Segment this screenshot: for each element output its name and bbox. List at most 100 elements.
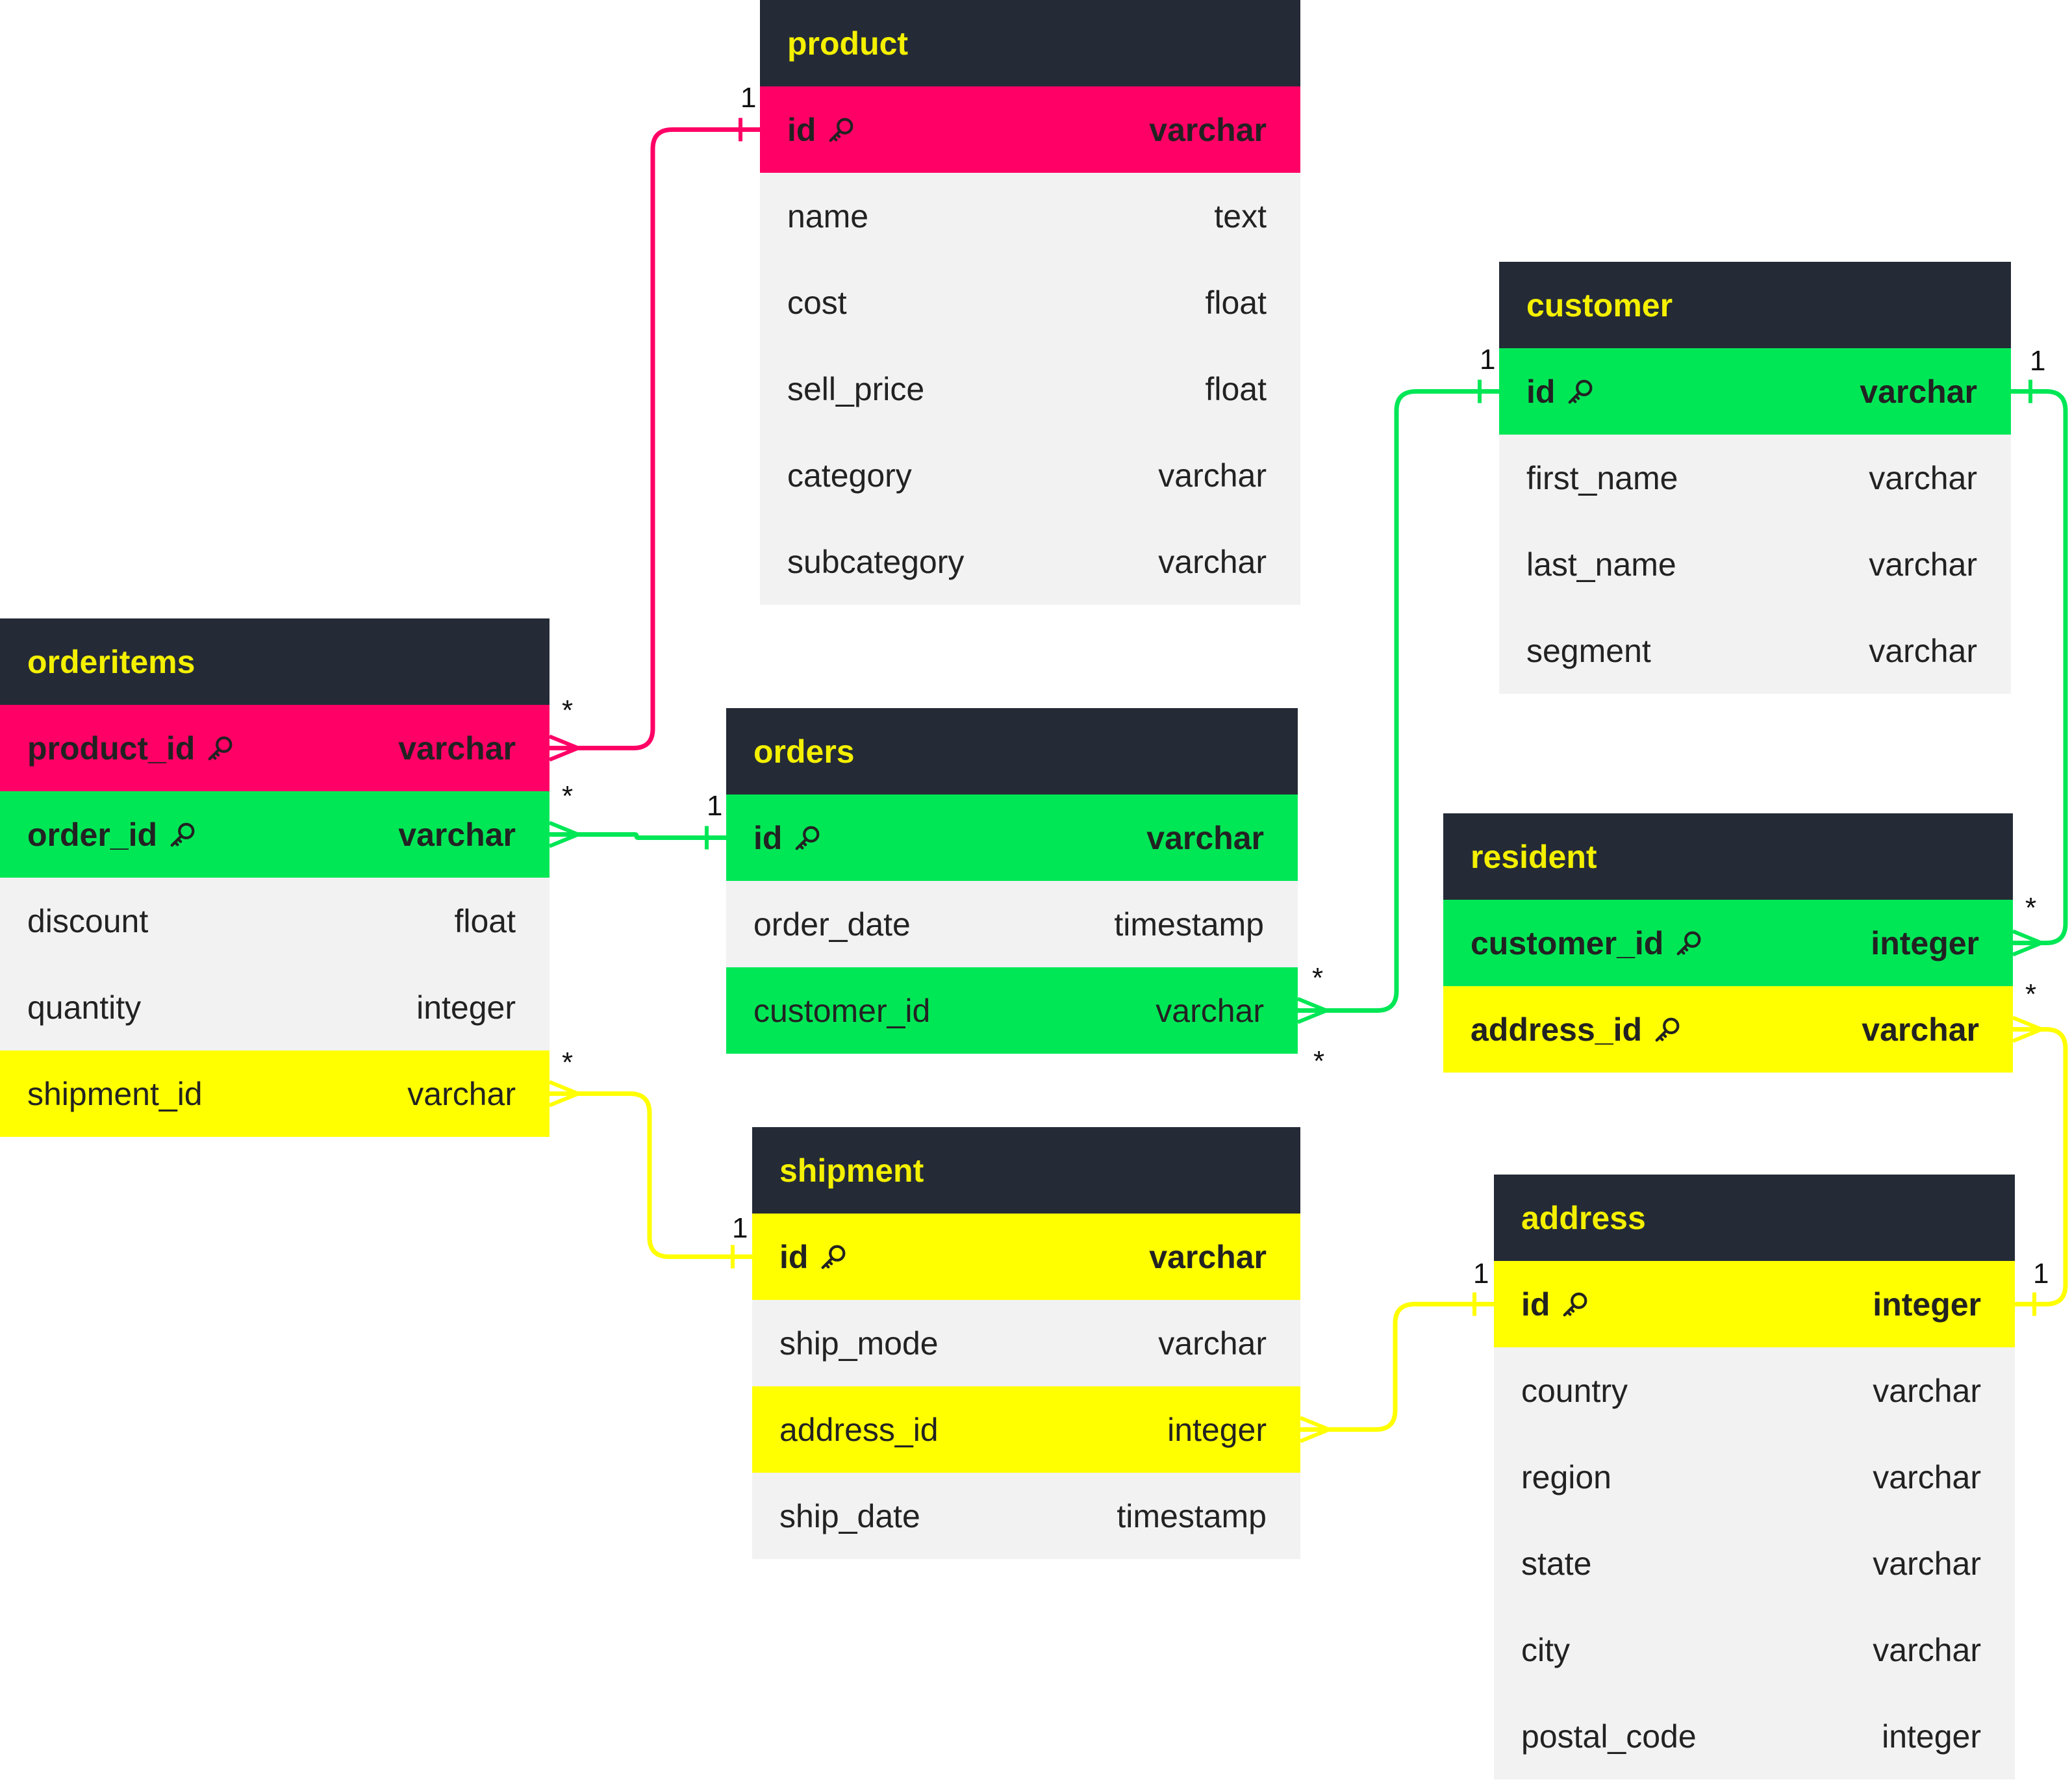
column-row-customer-id: id varchar xyxy=(1499,348,2011,435)
column-name: subcategory xyxy=(787,543,965,580)
column-row-address-city: city varchar xyxy=(1494,1607,2015,1693)
cardinality-one-label: 1 xyxy=(1473,1258,1489,1290)
column-type: timestamp xyxy=(1114,906,1264,943)
column-type: varchar xyxy=(1146,819,1264,856)
column-name: quantity xyxy=(27,989,142,1026)
relation-orderitems-shipment-id-to-shipment-id: *1 xyxy=(548,1047,752,1269)
column-row-customer-last-name: last_name varchar xyxy=(1499,521,2011,607)
column-name: country xyxy=(1521,1372,1628,1409)
column-type: varchar xyxy=(1862,1011,1979,1048)
column-name: name xyxy=(787,197,869,235)
column-type: varchar xyxy=(1860,373,1977,410)
column-type: text xyxy=(1214,197,1267,235)
crows-foot-marker xyxy=(548,1080,579,1108)
column-type: integer xyxy=(1882,1718,1981,1755)
column-name: id xyxy=(787,111,816,148)
column-type: varchar xyxy=(1873,1458,1981,1495)
column-type: varchar xyxy=(1869,632,1977,669)
relation-resident-customer-id-to-customer-id: *1 xyxy=(2011,345,2068,957)
column-type: varchar xyxy=(1156,992,1264,1029)
cardinality-one-label: 1 xyxy=(2030,345,2045,377)
column-name: cost xyxy=(787,284,847,321)
relation-orderitems-product-id-to-product-id: *1 xyxy=(548,82,760,762)
column-type: timestamp xyxy=(1117,1497,1267,1534)
key-icon xyxy=(826,115,856,145)
relation-line xyxy=(1298,389,1499,1013)
crows-foot-marker xyxy=(1299,1416,1330,1443)
column-name: customer_id xyxy=(1471,924,1664,961)
relation-orderitems-order-id-to-orders-id: *1 xyxy=(548,780,726,850)
column-type: varchar xyxy=(1158,1325,1267,1362)
column-name: ship_mode xyxy=(779,1325,939,1362)
relation-resident-address-id-to-address-id: *1 xyxy=(2012,978,2068,1316)
column-name: order_date xyxy=(753,906,911,943)
cardinality-many-label: * xyxy=(2025,978,2036,1010)
column-name: id xyxy=(1526,373,1556,410)
column-name: state xyxy=(1521,1545,1592,1582)
key-icon xyxy=(205,733,235,763)
table-header-orderitems: orderitems xyxy=(0,618,550,705)
column-row-address-postal-code: postal_code integer xyxy=(1494,1693,2015,1779)
column-name: customer_id xyxy=(753,992,931,1029)
table-resident: resident customer_id integer address_id varc… xyxy=(1443,813,2013,1073)
cardinality-one-label: 1 xyxy=(740,82,756,114)
column-row-orders-order-date: order_date timestamp xyxy=(726,881,1298,967)
column-type: varchar xyxy=(1873,1372,1981,1409)
column-row-customer-segment: segment varchar xyxy=(1499,607,2011,694)
column-row-resident-address-id: address_id varchar xyxy=(1443,986,2013,1073)
crows-foot-marker xyxy=(548,734,579,762)
table-header-address: address xyxy=(1494,1175,2015,1261)
crows-foot-marker xyxy=(548,820,579,848)
column-name: category xyxy=(787,457,912,494)
table-header-product: product xyxy=(760,0,1300,86)
column-type: integer xyxy=(1871,924,1979,961)
column-row-product-name: name text xyxy=(760,173,1300,259)
relation-orders-customer-id-to-customer-id: *1 xyxy=(1296,344,1499,1024)
table-header-customer: customer xyxy=(1499,262,2011,348)
column-row-shipment-ship-mode: ship_mode varchar xyxy=(752,1300,1300,1386)
column-type: float xyxy=(1205,284,1267,321)
relation-shipment-address-id-to-address-id: *1 xyxy=(1299,1045,1494,1443)
column-name: segment xyxy=(1526,632,1651,669)
column-type: varchar xyxy=(1873,1631,1981,1668)
cardinality-one-label: 1 xyxy=(732,1212,748,1244)
column-type: varchar xyxy=(407,1075,516,1112)
column-name: postal_code xyxy=(1521,1718,1697,1755)
cardinality-one-label: 1 xyxy=(707,790,722,822)
column-name: address_id xyxy=(1471,1011,1643,1048)
crows-foot-marker xyxy=(2012,1015,2043,1043)
column-row-address-region: region varchar xyxy=(1494,1434,2015,1520)
relation-line xyxy=(2011,389,2068,945)
column-name: address_id xyxy=(779,1411,939,1448)
table-header-resident: resident xyxy=(1443,813,2013,900)
cardinality-many-label: * xyxy=(1313,1045,1324,1077)
crows-foot-marker xyxy=(2012,929,2043,957)
column-name: product_id xyxy=(27,730,196,767)
column-row-address-country: country varchar xyxy=(1494,1347,2015,1434)
cardinality-many-label: * xyxy=(562,780,573,812)
key-icon xyxy=(1674,928,1704,958)
column-name: region xyxy=(1521,1458,1611,1495)
column-name: order_id xyxy=(27,816,158,853)
column-name: city xyxy=(1521,1631,1570,1668)
column-name: first_name xyxy=(1526,459,1678,496)
cardinality-one-label: 1 xyxy=(1480,344,1495,375)
column-name: last_name xyxy=(1526,546,1676,583)
crows-foot-marker xyxy=(1296,997,1328,1024)
column-type: varchar xyxy=(1869,546,1977,583)
column-type: float xyxy=(1205,370,1267,407)
